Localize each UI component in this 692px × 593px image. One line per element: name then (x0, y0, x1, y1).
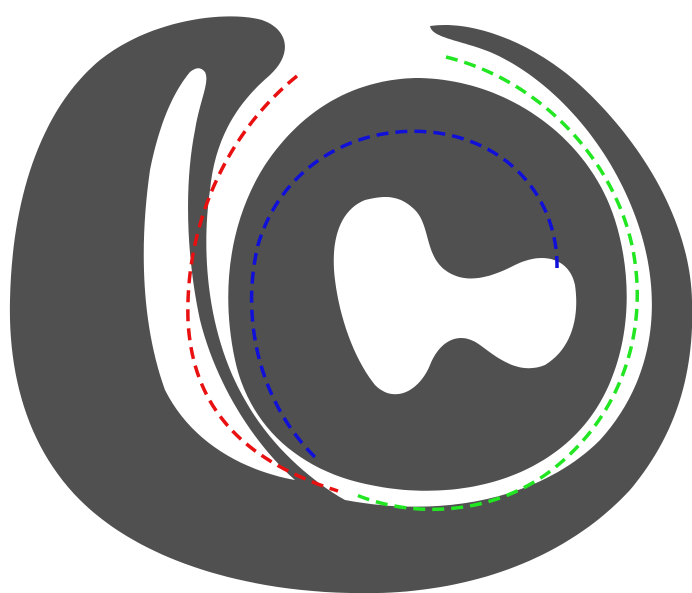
swirl-diagram (0, 0, 692, 593)
